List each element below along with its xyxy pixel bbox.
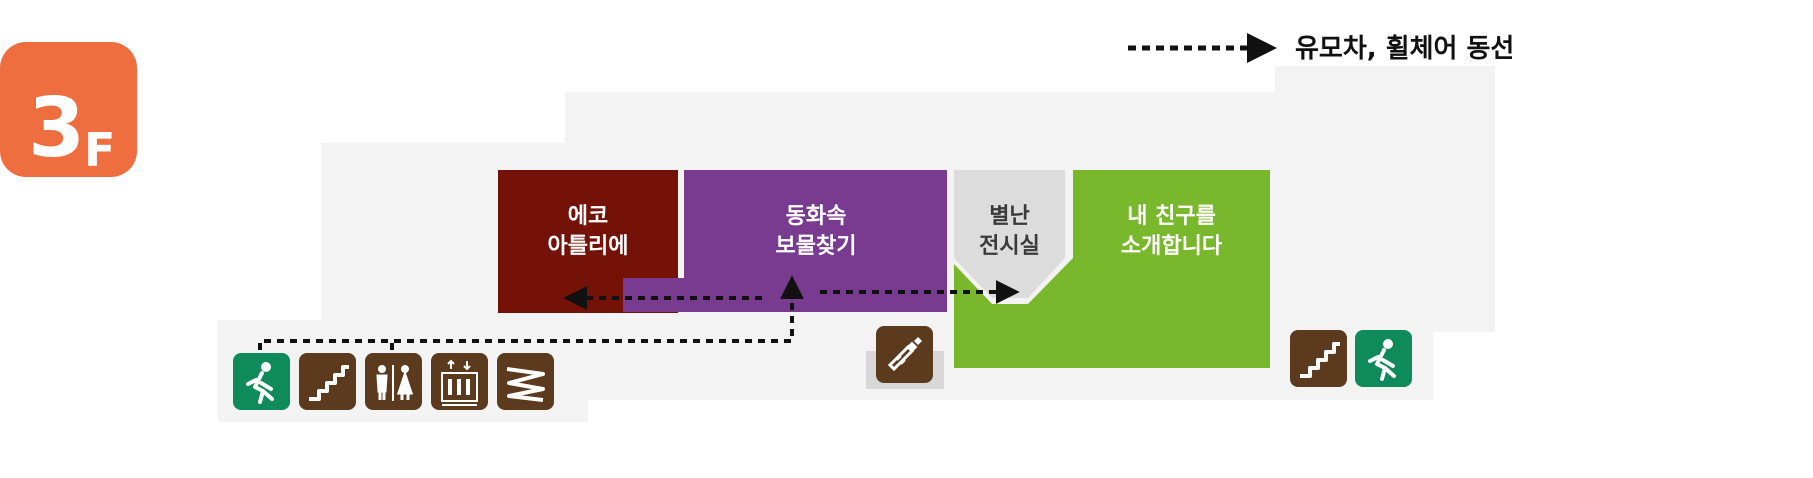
restroom-icon xyxy=(365,353,422,410)
room-eco-label-line1: 에코 xyxy=(567,204,609,229)
stroller-wheelchair-route xyxy=(258,275,1020,350)
legend-label: 유모차, 휠체어 동선 xyxy=(1295,34,1515,64)
escalator-icon xyxy=(497,353,554,410)
room-fairytale-label: 동화속 보물찾기 xyxy=(716,202,916,262)
room-introduce-friends[interactable] xyxy=(954,170,1270,368)
room-friends-label-line1: 내 친구를 xyxy=(1127,204,1216,229)
emergency-exit-icon xyxy=(233,353,290,410)
stairs-icon-right xyxy=(1290,330,1347,387)
elevator-icon xyxy=(431,353,488,410)
floor-number: 3 xyxy=(28,81,86,176)
nursing-room-icon xyxy=(876,326,933,383)
stairs-icon xyxy=(299,353,356,410)
room-gallery-label: 별난 전시실 xyxy=(954,202,1065,262)
room-fairytale-treasure[interactable] xyxy=(623,170,947,312)
emergency-exit-icon-right xyxy=(1355,330,1412,387)
floor-unit: F xyxy=(84,123,116,177)
room-fairytale-label-line1: 동화속 xyxy=(785,204,847,229)
floor-badge xyxy=(0,42,137,177)
room-friends-label: 내 친구를 소개합니다 xyxy=(1073,202,1270,262)
room-special-gallery[interactable] xyxy=(954,170,1065,298)
room-eco-label: 에코 아틀리에 xyxy=(498,202,678,262)
room-eco-label-line2: 아틀리에 xyxy=(547,234,629,259)
room-gallery-label-line2: 전시실 xyxy=(979,234,1040,259)
room-gallery-label-line1: 별난 xyxy=(989,204,1030,229)
room-fairytale-label-line2: 보물찾기 xyxy=(775,234,857,259)
room-friends-label-line2: 소개합니다 xyxy=(1120,234,1223,259)
